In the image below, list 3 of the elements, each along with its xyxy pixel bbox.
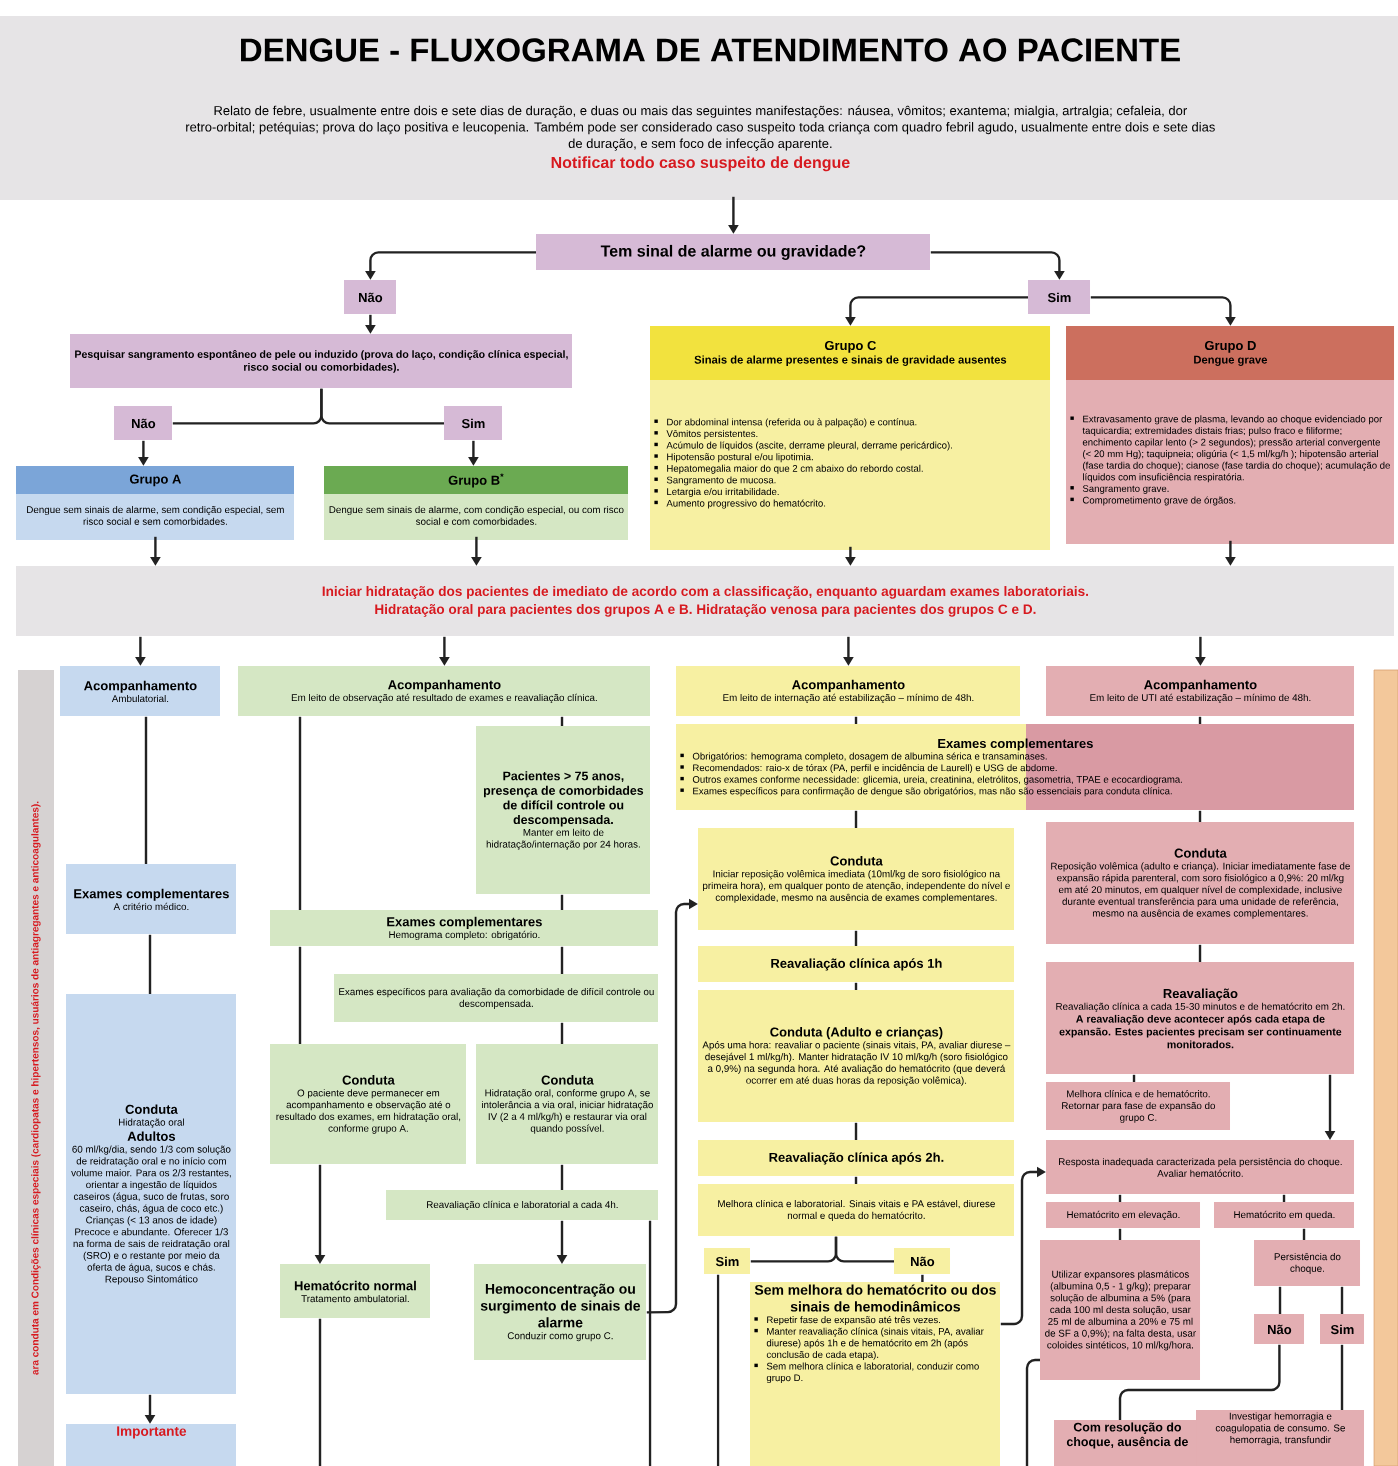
title: DENGUE - FLUXOGRAMA DE ATENDIMENTO AO PACIENTE xyxy=(241,38,1180,62)
side-panel xyxy=(1373,669,1398,1466)
decision-box: Tem sinal de alarme ou gravidade? xyxy=(536,234,930,270)
